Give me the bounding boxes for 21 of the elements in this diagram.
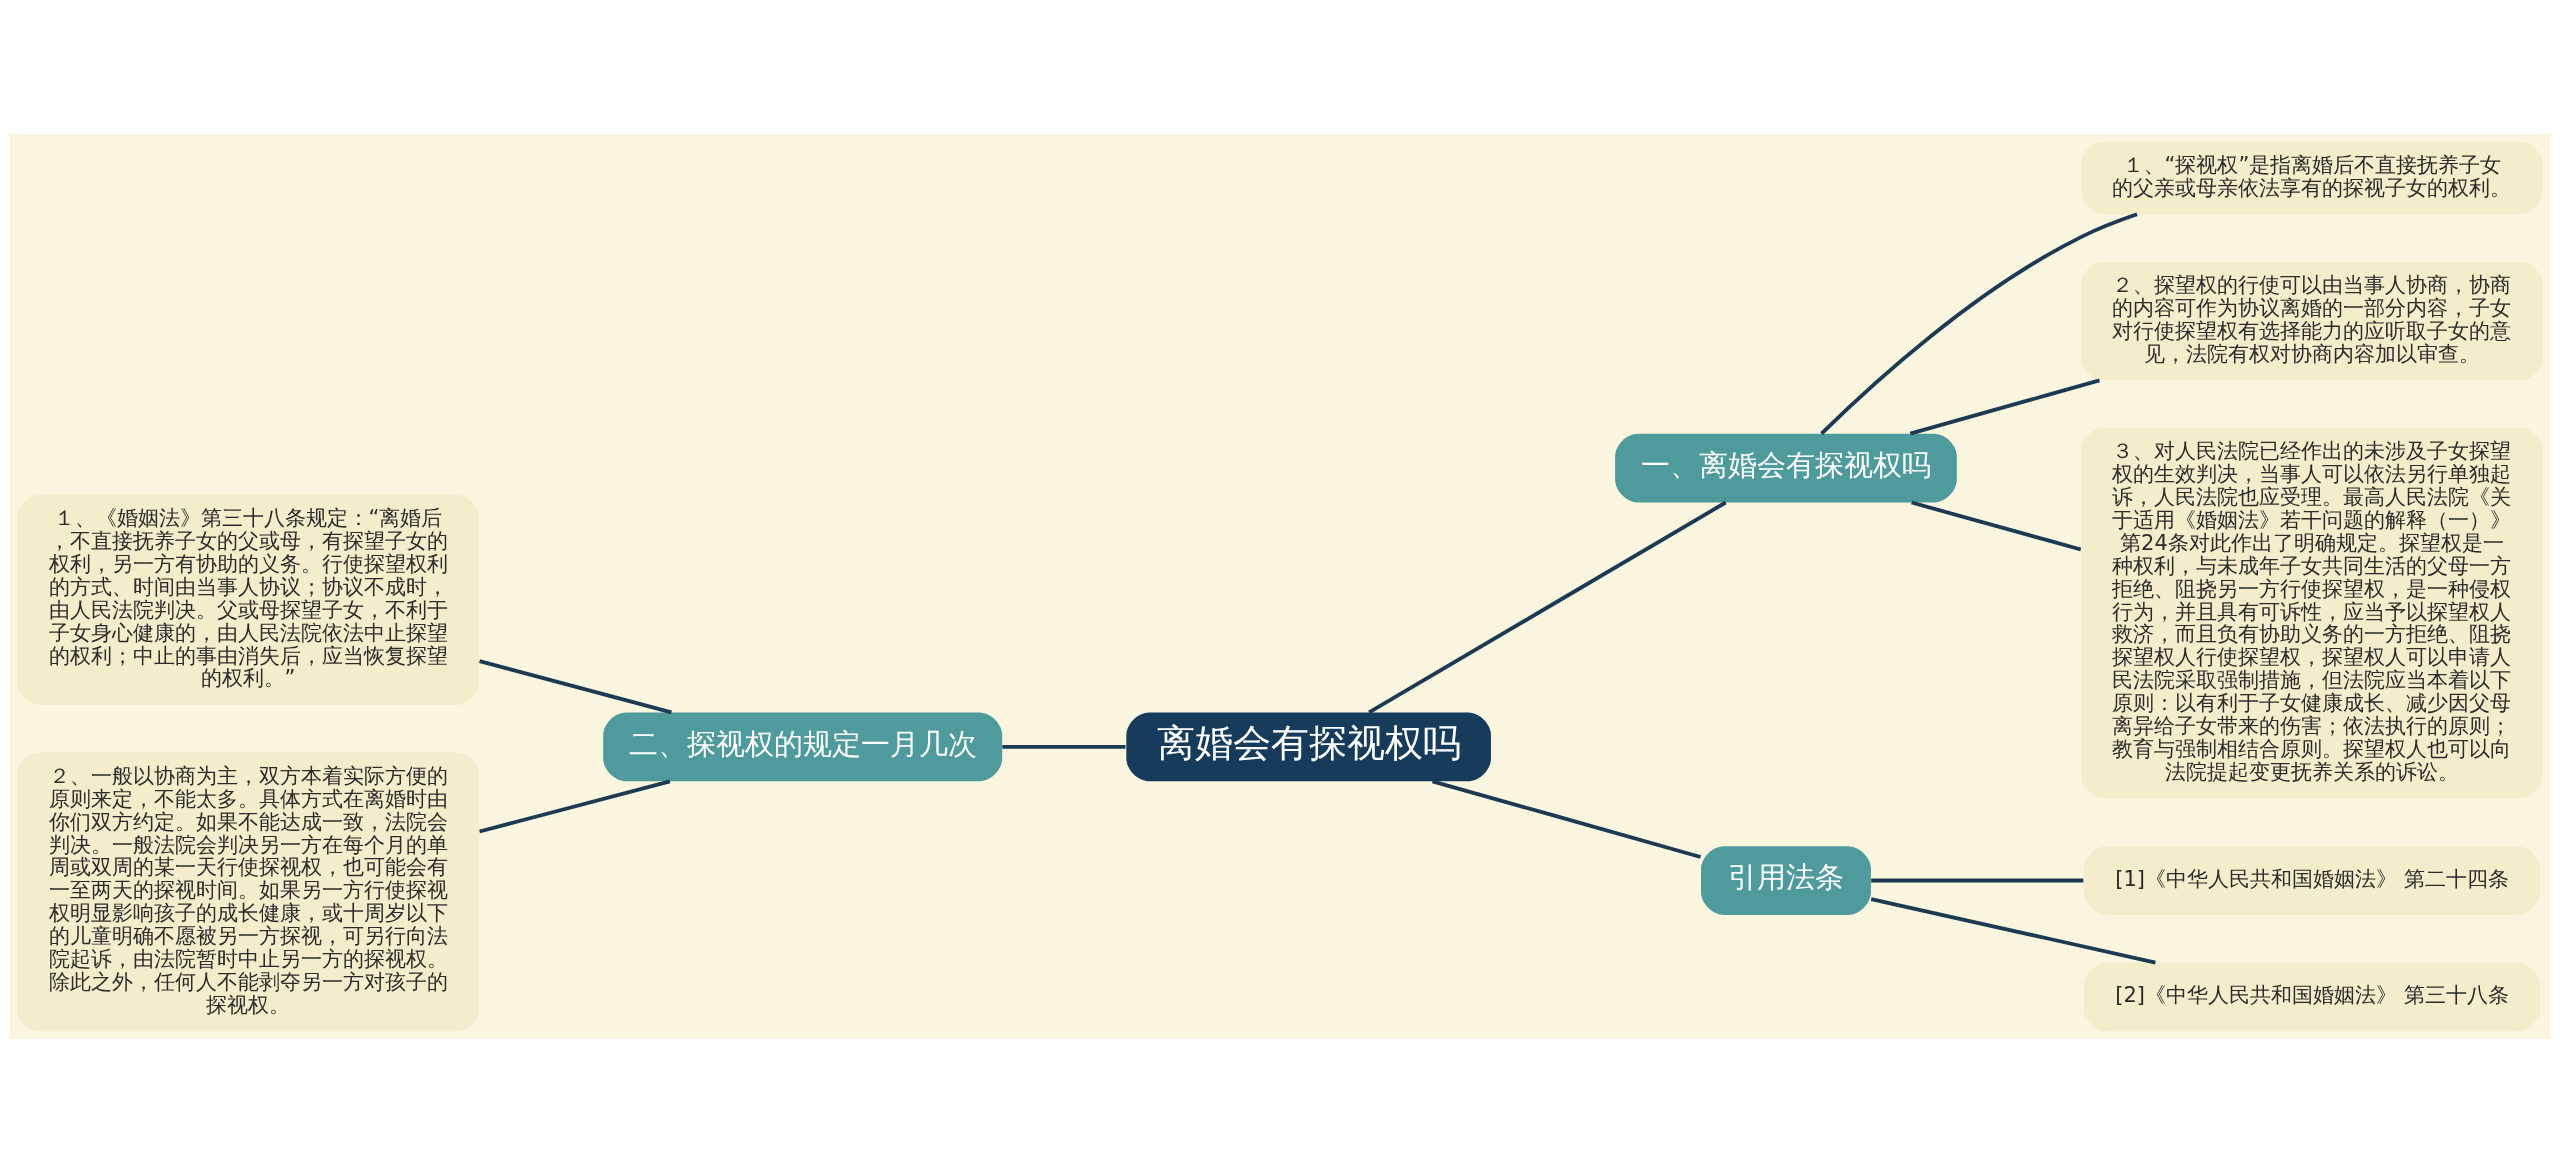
node-box: [1]《中华人民共和国婚姻法》 第二十四条 [2083, 846, 2541, 915]
node-box: １、《婚姻法》第三十八条规定：“离婚后，不直接抚养子女的父或母，有探望子女的权利，另一方有协助的义务。行使探望权利的方式、时间由当事人协议；协议不成时，由人民法院判决。父或母探望子女，不利于子女身心健康的，由人民法院依法中止探望的权利；中止的事由消失后，应当恢复探望的权利。” [17, 494, 480, 705]
node-box: ３、对人民法院已经作出的未涉及子女探望权的生效判决，当事人可以依法另行单独起诉，人民法院也应受理。最高人民法院《关于适用《婚姻法》若干问题的解释（一）》第24条对此作出了明确规定。探望权是一种权利，与未成年子女共同生活的父母一方拒绝、阻挠另一方行使探望权，是一种侵权行为，并且具有可诉性，应当予以探望权人救济，而且负有协助义务的一方拒绝、阻挠探望权人行使探望权，探望权人可以申请人民法院采取强制措施，但法院应当本着以下原则：以有利于子女健康成长、减少因父母离异给子女带来的伤害；依法执行的原则；教育与强制相结合原则。探望权人也可以向法院提起变更抚养关系的诉讼。 [2080, 428, 2543, 799]
connector [1870, 897, 2156, 965]
node-box: ２、一般以协商为主，双方本着实际方便的原则来定，不能太多。具体方式在离婚时由你们双方约定。如果不能达成一致，法院会判决。一般法院会判决另一方在每个月的单周或双周的某一天行使探视权，也可能会有一至两天的探视时间。如果另一方行使探视权明显影响孩子的成长健康，或十周岁以下的儿童明确不愿被另一方探视，可另行向法院起诉，由法院暂时中止另一方的探视权。除此之外，任何人不能剥夺另一方对孩子的探视权。 [17, 752, 480, 1032]
connector [1820, 212, 2138, 436]
connector [1431, 779, 1702, 859]
connector [1002, 744, 1126, 749]
connector [479, 779, 671, 834]
connector [1871, 878, 2084, 883]
connector [1368, 500, 1727, 715]
connector [1911, 500, 2082, 552]
node-box: １、“探视权”是指离婚后不直接抚养子女的父亲或母亲依法享有的探视子女的权利。 [2080, 141, 2543, 215]
node-box: 离婚会有探视权吗 [1126, 712, 1491, 782]
node-box: 引用法条 [1701, 846, 1871, 915]
connector [1909, 378, 2100, 436]
node-box: 一、离婚会有探视权吗 [1615, 433, 1957, 503]
node-box: 二、探视权的规定一月几次 [603, 712, 1003, 782]
node-box: [2]《中华人民共和国婚姻法》 第三十八条 [2083, 962, 2541, 1032]
connector [479, 659, 672, 715]
node-box: ２、探望权的行使可以由当事人协商，协商的内容可作为协议离婚的一部分内容，子女对行使探望权有选择能力的应听取子女的意见，法院有权对协商内容加以审查。 [2080, 261, 2543, 381]
